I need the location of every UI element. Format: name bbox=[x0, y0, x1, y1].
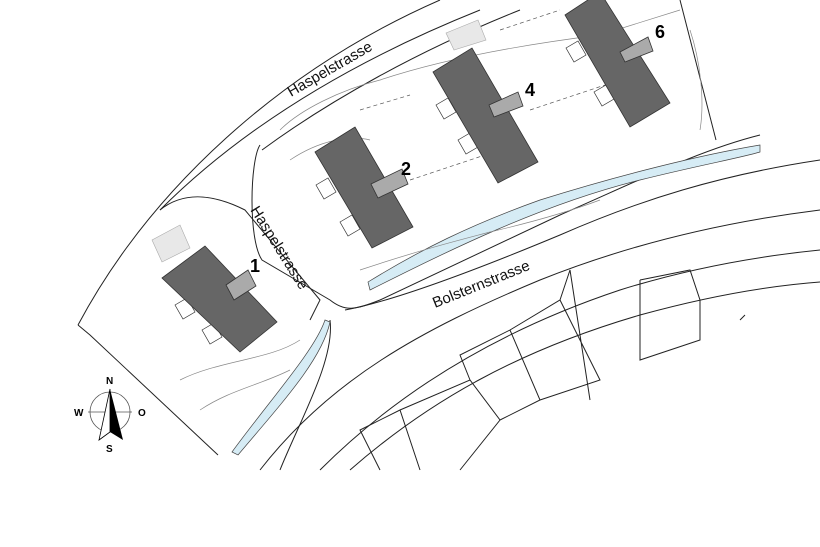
building-connector bbox=[370, 168, 409, 199]
building-number-1: 1 bbox=[250, 256, 260, 276]
plot-boundary bbox=[159, 196, 321, 321]
building-footprint bbox=[161, 245, 278, 353]
road-edge bbox=[261, 9, 521, 151]
parking-area bbox=[151, 19, 487, 263]
building-connector bbox=[488, 91, 524, 118]
parcel-boundary bbox=[359, 269, 746, 471]
building-2 bbox=[314, 126, 414, 249]
building-1 bbox=[161, 245, 278, 353]
stream bbox=[231, 319, 331, 456]
building-number-6: 6 bbox=[655, 22, 665, 42]
compass-rose-icon: N S W O bbox=[74, 376, 146, 455]
street-label-haspelstrasse-west: Haspelstrasse bbox=[247, 203, 312, 293]
building-4 bbox=[432, 47, 539, 184]
compass-west: W bbox=[74, 408, 84, 419]
building-6 bbox=[564, 0, 671, 128]
compass-north: N bbox=[106, 376, 113, 387]
road-edge bbox=[279, 319, 331, 471]
building-number-4: 4 bbox=[525, 80, 535, 100]
road-edge bbox=[349, 281, 820, 471]
stream bbox=[367, 144, 761, 291]
plot-boundary bbox=[679, 0, 717, 141]
building-footprint bbox=[564, 0, 671, 128]
building-footprint bbox=[314, 126, 414, 249]
terraces bbox=[174, 40, 615, 345]
road-edge bbox=[259, 209, 820, 471]
compass-east: O bbox=[138, 408, 146, 419]
compass-south: S bbox=[106, 444, 113, 455]
building-footprint bbox=[432, 47, 539, 184]
road-edge bbox=[344, 159, 820, 311]
building-connector bbox=[225, 269, 257, 301]
street-label-bolsternstrasse: Bolsternstrasse bbox=[430, 257, 532, 311]
road-edge bbox=[159, 9, 481, 211]
plot-boundary bbox=[77, 324, 219, 456]
building-number-2: 2 bbox=[401, 159, 411, 179]
road-edge bbox=[77, 0, 441, 326]
street-label-haspelstrasse-north: Haspelstrasse bbox=[285, 38, 376, 100]
road-edge bbox=[319, 249, 820, 471]
building-connector bbox=[619, 36, 654, 63]
